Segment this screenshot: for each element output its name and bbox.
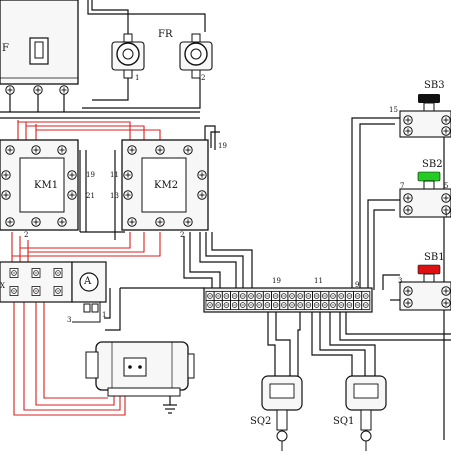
ammeter-label: A	[84, 276, 92, 287]
strip-screw	[328, 300, 338, 310]
km2-label: KM2	[154, 180, 179, 191]
breaker-label: F	[2, 43, 9, 54]
terminal-11-km2: 11	[110, 171, 119, 179]
sq1-label: SQ1	[333, 416, 355, 427]
push-button-sb1	[399, 264, 451, 311]
ammeter-terminal-3: 3	[67, 316, 72, 324]
strip-screw	[271, 291, 281, 301]
strip-screw	[344, 300, 354, 310]
terminal-13: 13	[110, 192, 119, 200]
terminal-3-sb1: 3	[398, 277, 403, 285]
strip-screw	[271, 300, 281, 310]
strip-screw	[230, 291, 240, 301]
circuit-breaker	[0, 0, 79, 95]
strip-screw	[303, 300, 313, 310]
sq2-label: SQ2	[250, 416, 272, 427]
ammeter	[71, 261, 107, 313]
push-button-sb2	[399, 171, 451, 218]
terminal-19-km1: 19	[86, 171, 95, 179]
strip-screw	[213, 291, 223, 301]
strip-screw	[320, 300, 330, 310]
strip-screw	[279, 300, 289, 310]
strip-screw	[303, 291, 313, 301]
contactor-km2	[121, 139, 209, 231]
strip-screw	[328, 291, 338, 301]
fuse-2-label: 2	[201, 74, 206, 82]
strip-screw	[287, 300, 297, 310]
strip-screw	[221, 300, 231, 310]
strip-screw	[361, 300, 371, 310]
terminal-5: 5	[444, 182, 449, 190]
strip-screw	[353, 291, 363, 301]
strip-screw	[262, 291, 272, 301]
ammeter-terminal-1: 1	[102, 311, 107, 319]
strip-screw	[344, 291, 354, 301]
strip-screw	[213, 300, 223, 310]
terminal-17: 17	[444, 211, 451, 219]
strip-screw	[262, 300, 272, 310]
terminal-7: 7	[400, 182, 405, 190]
strip-screw	[312, 300, 322, 310]
strip-screw	[254, 300, 264, 310]
strip-screw	[295, 300, 305, 310]
terminal-2-km1: 2	[24, 231, 29, 239]
strip-screw	[238, 300, 248, 310]
km1-label: KM1	[34, 180, 59, 191]
strip-screw	[336, 291, 346, 301]
terminal-2-km2: 2	[180, 231, 185, 239]
limit-switch-sq1	[345, 375, 387, 451]
strip-screw	[336, 300, 346, 310]
terminal-block-x	[0, 261, 73, 303]
terminal-strip	[203, 287, 373, 313]
strip-screw	[287, 291, 297, 301]
strip-screw	[238, 291, 248, 301]
strip-terminal-11: 11	[314, 277, 323, 285]
black-wiring	[0, 0, 451, 440]
sb1-label: SB1	[424, 252, 445, 263]
limit-switch-sq2	[261, 375, 303, 451]
strip-screw	[353, 300, 363, 310]
fuse-group-label: FR	[158, 29, 173, 40]
sb3-label: SB3	[424, 80, 445, 91]
strip-terminal-19: 19	[272, 277, 281, 285]
strip-screw	[312, 291, 322, 301]
fuse-1-label: 1	[135, 74, 140, 82]
strip-screw	[295, 291, 305, 301]
strip-screw	[205, 300, 215, 310]
strip-screw	[361, 291, 371, 301]
strip-screw	[205, 291, 215, 301]
strip-screw	[246, 300, 256, 310]
push-button-sb3	[399, 94, 451, 138]
strip-screw	[230, 300, 240, 310]
strip-screw	[246, 291, 256, 301]
mount-bracket	[0, 301, 101, 323]
terminal-block-x-label: X	[0, 282, 5, 290]
strip-screw	[221, 291, 231, 301]
strip-screw	[320, 291, 330, 301]
terminal-21: 21	[86, 192, 95, 200]
fuse-1	[111, 33, 145, 79]
strip-screw	[279, 291, 289, 301]
strip-screw	[254, 291, 264, 301]
terminal-9: 9	[355, 281, 360, 289]
motor	[85, 341, 195, 397]
fuse-2	[179, 33, 213, 79]
terminal-15: 15	[389, 106, 398, 114]
terminal-19-km2: 19	[218, 142, 227, 150]
sb2-label: SB2	[422, 159, 443, 170]
